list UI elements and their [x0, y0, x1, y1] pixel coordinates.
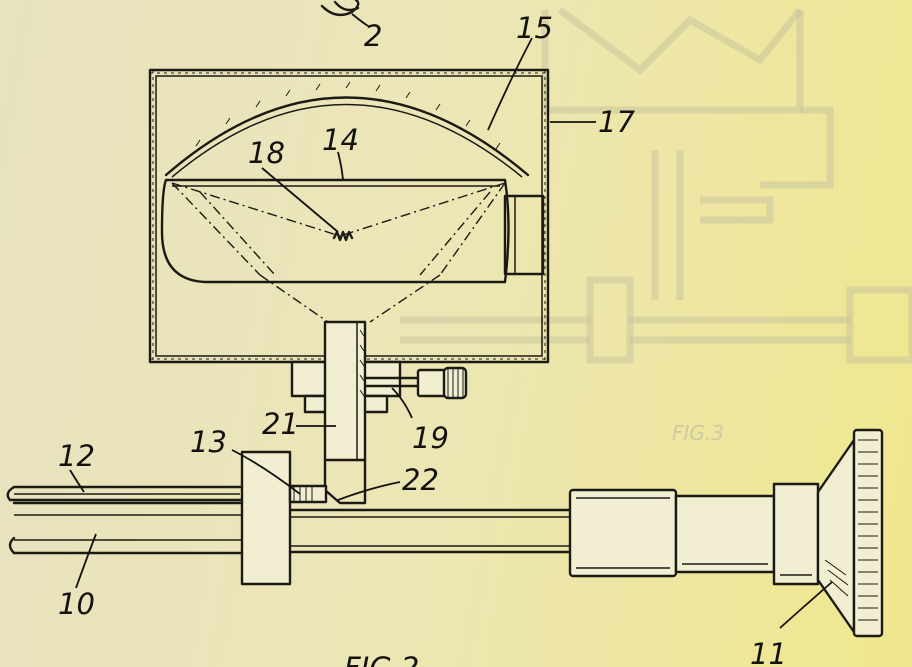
lamp-bulb-14 — [160, 178, 545, 284]
handle-assembly-11 — [568, 428, 884, 638]
label-14: 14 — [322, 123, 359, 157]
label-13: 13 — [190, 425, 227, 459]
figure-caption: FIG.2 — [344, 651, 419, 667]
label-12: 12 — [58, 439, 95, 473]
label-2: 2 — [364, 19, 382, 53]
label-18: 18 — [248, 136, 285, 170]
leader-lines — [69, 37, 833, 629]
light-guide-assembly — [290, 320, 468, 505]
label-22: 22 — [402, 463, 439, 497]
label-21: 21 — [262, 407, 299, 441]
clamp-block — [240, 450, 328, 586]
label-19: 19 — [412, 421, 449, 455]
light-rays — [171, 182, 506, 323]
bleed-through-drawing: FIG.3 — [400, 7, 912, 445]
label-17: 17 — [598, 105, 635, 139]
top-fragment — [320, 0, 369, 27]
label-10: 10 — [58, 587, 95, 621]
curved-screen-15 — [164, 81, 530, 178]
main-shaft — [288, 508, 572, 554]
label-15: 15 — [516, 11, 553, 45]
label-11: 11 — [750, 637, 787, 667]
reference-numerals: 2 15 17 18 14 21 19 22 13 12 10 11 FIG.2 — [58, 11, 787, 667]
bleed-through-caption: FIG.3 — [672, 421, 724, 445]
tubes-10-12 — [6, 485, 244, 555]
